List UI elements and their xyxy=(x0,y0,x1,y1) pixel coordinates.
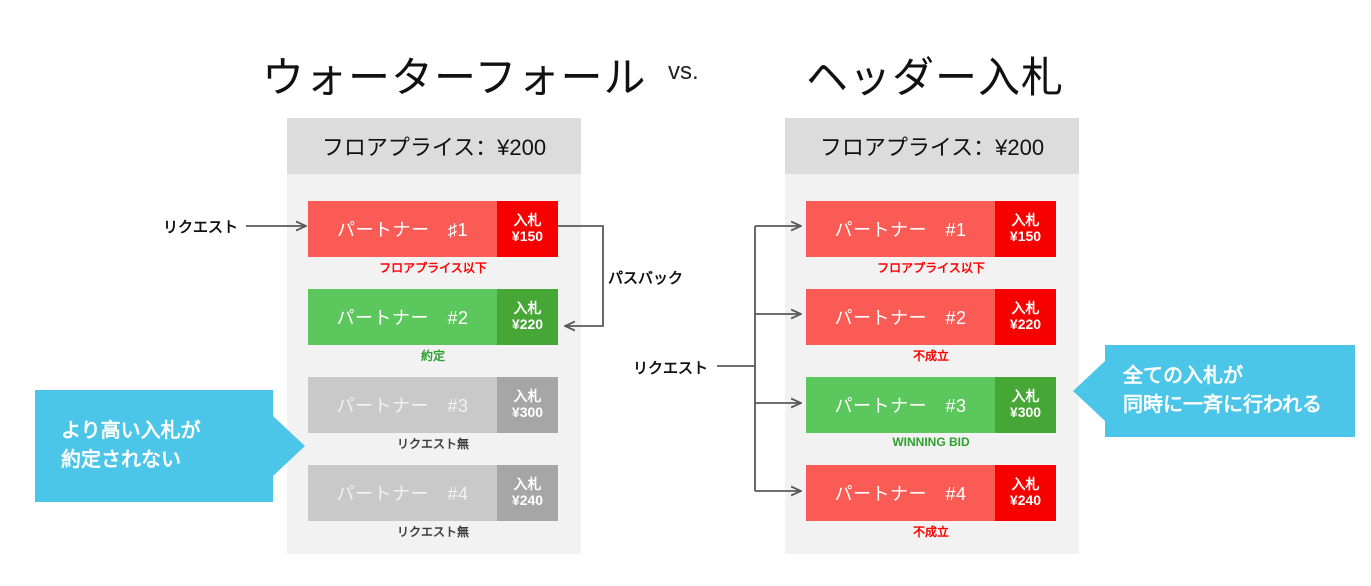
waterfall-row-2[interactable]: パートナー #2 入札 ¥220 約定 xyxy=(308,289,558,363)
header-bidding-row-2-bid: 入札 ¥220 xyxy=(995,289,1056,345)
header-bidding-row-1-status: フロアプライス以下 xyxy=(877,261,985,275)
header-bidding-row-3-bid-amount: ¥300 xyxy=(1009,404,1042,420)
waterfall-row-1-bid-amount: ¥150 xyxy=(511,228,544,244)
waterfall-row-3-partner: パートナー #3 xyxy=(308,377,497,433)
header-bidding-row-2-status: 不成立 xyxy=(912,349,949,363)
waterfall-row-3-bid: 入札 ¥300 xyxy=(497,377,558,433)
header-bidding-row-1-bid-label: 入札 xyxy=(1011,212,1040,229)
waterfall-request-label: リクエスト xyxy=(163,219,239,236)
header-bidding-row-2-partner: パートナー #2 xyxy=(806,289,995,345)
waterfall-row-2-bid: 入札 ¥220 xyxy=(497,289,558,345)
header-bidding-row-4[interactable]: パートナー #4 入札 ¥240 不成立 xyxy=(806,465,1056,539)
waterfall-row-4-bid: 入札 ¥240 xyxy=(497,465,558,521)
waterfall-floor-price-header: フロアプライス：¥200 xyxy=(287,118,581,174)
versus-label: vs. xyxy=(668,58,699,85)
header-bidding-row-2-bid-amount: ¥220 xyxy=(1009,316,1042,332)
waterfall-row-2-status: 約定 xyxy=(420,349,445,363)
header-bidding-row-1-bid-amount: ¥150 xyxy=(1009,228,1042,244)
waterfall-row-1-partner: パートナー ♯1 xyxy=(308,201,497,257)
header-bidding-row-1-bid: 入札 ¥150 xyxy=(995,201,1056,257)
header-bidding-row-4-bid-label: 入札 xyxy=(1011,476,1040,493)
header-bidding-floor-price-label: フロアプライス：¥200 xyxy=(819,135,1045,160)
header-bidding-row-2-bar: パートナー #2 入札 ¥220 xyxy=(806,289,1056,345)
header-bidding-row-3-bid: 入札 ¥300 xyxy=(995,377,1056,433)
waterfall-row-4-bid-label: 入札 xyxy=(513,476,542,493)
header-bidding-row-2-bid-label: 入札 xyxy=(1011,300,1040,317)
waterfall-row-2-bid-amount: ¥220 xyxy=(511,316,544,332)
waterfall-rows: パートナー ♯1 入札 ¥150 フロアプライス以下 パートナー #2 入札 ¥… xyxy=(287,174,581,554)
waterfall-row-4-partner: パートナー #4 xyxy=(308,465,497,521)
waterfall-row-3[interactable]: パートナー #3 入札 ¥300 リクエスト無 xyxy=(308,377,558,451)
header-bidding-row-4-bid-amount: ¥240 xyxy=(1009,492,1042,508)
header-bidding-row-1-partner: パートナー #1 xyxy=(806,201,995,257)
waterfall-passback-label: パスバック xyxy=(608,270,684,287)
header-bidding-floor-price-header: フロアプライス：¥200 xyxy=(785,118,1079,174)
header-bidding-row-4-bid: 入札 ¥240 xyxy=(995,465,1056,521)
waterfall-row-1-bid-label: 入札 xyxy=(513,212,542,229)
waterfall-callout-pointer-icon xyxy=(273,416,305,476)
header-bidding-row-3-status: WINNING BID xyxy=(892,435,970,449)
header-bidding-row-3-bar: パートナー #3 入札 ¥300 xyxy=(806,377,1056,433)
waterfall-row-1-status: フロアプライス以下 xyxy=(379,261,487,275)
waterfall-row-3-status: リクエスト無 xyxy=(396,437,469,451)
waterfall-floor-price-label: フロアプライス：¥200 xyxy=(321,135,547,160)
waterfall-row-1[interactable]: パートナー ♯1 入札 ¥150 フロアプライス以下 xyxy=(308,201,558,275)
waterfall-row-3-bar: パートナー #3 入札 ¥300 xyxy=(308,377,558,433)
header-bidding-row-1[interactable]: パートナー #1 入札 ¥150 フロアプライス以下 xyxy=(806,201,1056,275)
header-bidding-panel: フロアプライス：¥200 パートナー #1 入札 ¥150 フロアプライス以下 … xyxy=(785,118,1079,554)
waterfall-row-4-bid-amount: ¥240 xyxy=(511,492,544,508)
waterfall-row-1-bid: 入札 ¥150 xyxy=(497,201,558,257)
header-bidding-callout: 全ての入札が 同時に一斉に行われる xyxy=(1073,345,1355,437)
waterfall-row-2-bar: パートナー #2 入札 ¥220 xyxy=(308,289,558,345)
waterfall-panel: フロアプライス：¥200 パートナー ♯1 入札 ¥150 フロアプライス以下 … xyxy=(287,118,581,554)
waterfall-row-4[interactable]: パートナー #4 入札 ¥240 リクエスト無 xyxy=(308,465,558,539)
waterfall-row-1-bar: パートナー ♯1 入札 ¥150 xyxy=(308,201,558,257)
header-bidding-row-3-bid-label: 入札 xyxy=(1011,388,1040,405)
waterfall-row-2-partner: パートナー #2 xyxy=(308,289,497,345)
waterfall-row-4-status: リクエスト無 xyxy=(396,525,469,539)
header-bidding-row-4-status: 不成立 xyxy=(912,525,949,539)
header-bidding-request-label: リクエスト xyxy=(633,360,709,377)
header-bidding-row-4-bar: パートナー #4 入札 ¥240 xyxy=(806,465,1056,521)
header-bidding-callout-line-1: 全ての入札が xyxy=(1123,365,1243,387)
header-bidding-title: ヘッダー入札 xyxy=(806,54,1065,101)
header-bidding-row-4-partner: パートナー #4 xyxy=(806,465,995,521)
header-bidding-row-3[interactable]: パートナー #3 入札 ¥300 WINNING BID xyxy=(806,377,1056,449)
header-bidding-row-1-bar: パートナー #1 入札 ¥150 xyxy=(806,201,1056,257)
header-bidding-callout-pointer-icon xyxy=(1073,361,1105,421)
waterfall-callout-line-2: 約定されない xyxy=(61,449,181,471)
header-bidding-row-3-partner: パートナー #3 xyxy=(806,377,995,433)
waterfall-row-4-bar: パートナー #4 入札 ¥240 xyxy=(308,465,558,521)
header-bidding-callout-line-2: 同時に一斉に行われる xyxy=(1123,394,1322,416)
waterfall-row-3-bid-amount: ¥300 xyxy=(511,404,544,420)
waterfall-callout: より高い入札が 約定されない xyxy=(35,390,305,502)
header-bidding-rows: パートナー #1 入札 ¥150 フロアプライス以下 パートナー #2 入札 ¥… xyxy=(785,174,1079,554)
waterfall-title: ウォーターフォール xyxy=(262,54,647,101)
waterfall-row-2-bid-label: 入札 xyxy=(513,300,542,317)
waterfall-row-3-bid-label: 入札 xyxy=(513,388,542,405)
waterfall-callout-line-1: より高い入札が xyxy=(61,420,201,442)
header-bidding-row-2[interactable]: パートナー #2 入札 ¥220 不成立 xyxy=(806,289,1056,363)
